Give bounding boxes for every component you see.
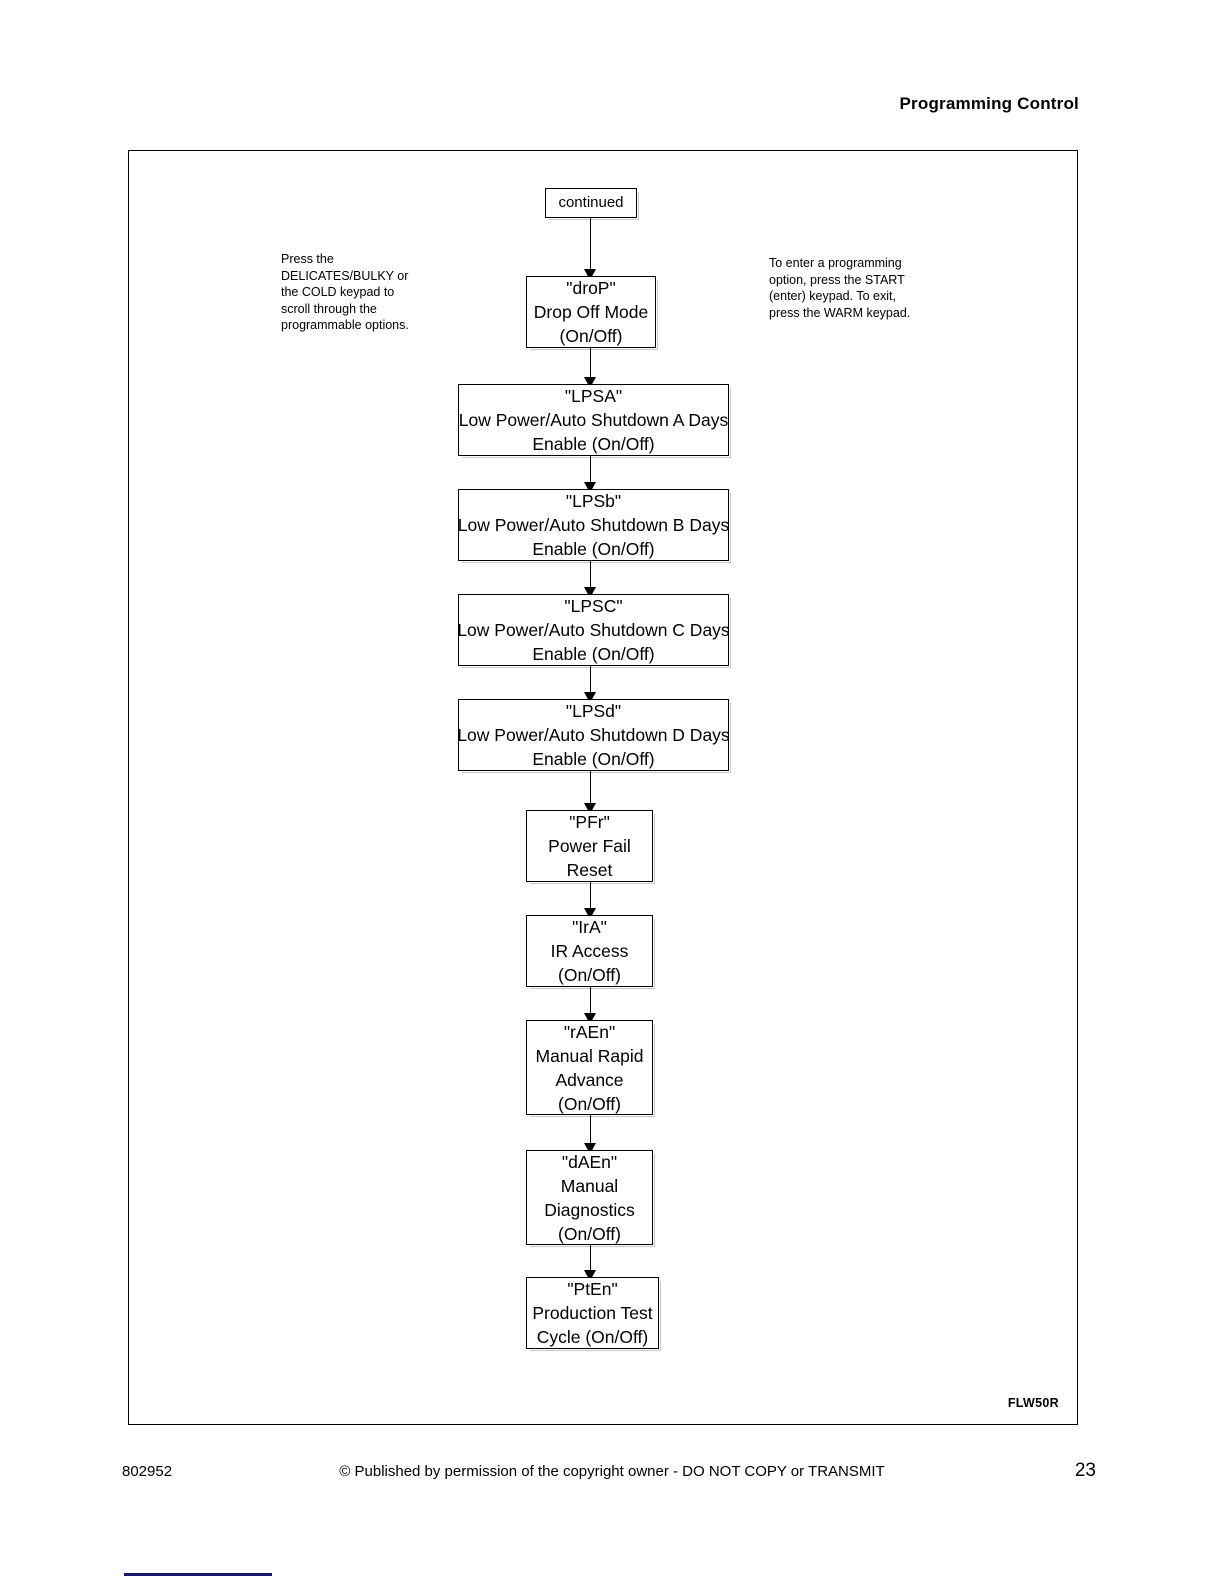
- flow-node-line: (On/Off): [558, 965, 621, 985]
- flow-node-line: Enable (On/Off): [532, 749, 655, 769]
- note-left-scroll-instructions: Press the DELICATES/BULKY or the COLD ke…: [281, 252, 409, 332]
- arrow-head-icon: [584, 269, 596, 280]
- bottom-rule-divider: [124, 1573, 272, 1576]
- flow-node-line: "dAEn": [561, 1151, 618, 1172]
- connector-drop-to-lpsa: [590, 348, 591, 384]
- arrow-head-icon: [584, 1143, 596, 1154]
- arrow-head-icon: [584, 587, 596, 598]
- connector-lpsb-to-lpsc: [590, 561, 591, 594]
- flow-node-line: Diagnostics: [544, 1199, 635, 1220]
- flow-node-line: "droP": [566, 278, 616, 298]
- flow-node-lpsd[interactable]: "LPSd" Low Power/Auto Shutdown D Days En…: [457, 699, 731, 773]
- flow-node-line: "LPSb": [565, 491, 622, 511]
- connector-raen-to-daen: [590, 1115, 591, 1150]
- flow-node-line: (On/Off): [558, 1093, 621, 1114]
- flow-node-line: Drop Off Mode: [533, 302, 649, 322]
- flow-node-manual-diagnostics[interactable]: "dAEn" Manual Diagnostics (On/Off): [526, 1150, 655, 1247]
- flow-node-line: Low Power/Auto Shutdown B Days: [457, 515, 730, 535]
- flow-node-line: "rAEn": [563, 1021, 616, 1042]
- arrow-head-icon: [584, 803, 596, 814]
- flow-node-lpsa[interactable]: "LPSA" Low Power/Auto Shutdown A Days En…: [458, 384, 731, 458]
- flow-node-line: "PFr": [569, 812, 610, 832]
- arrow-head-icon: [584, 692, 596, 703]
- flow-node-line: Power Fail: [548, 836, 631, 856]
- flow-node-line: Low Power/Auto Shutdown A Days: [458, 410, 729, 430]
- flow-node-production-test-cycle[interactable]: "PtEn" Production Test Cycle (On/Off): [526, 1277, 661, 1351]
- arrow-head-icon: [584, 1013, 596, 1024]
- arrow-head-icon: [584, 908, 596, 919]
- flow-node-ir-access[interactable]: "IrA" IR Access (On/Off): [526, 915, 655, 989]
- flow-node-lpsb[interactable]: "LPSb" Low Power/Auto Shutdown B Days En…: [457, 489, 731, 563]
- note-right-enter-instructions: To enter a programming option, press the…: [769, 256, 911, 320]
- page-title: Programming Control: [899, 94, 1079, 113]
- drawing-id-label: FLW50R: [1007, 1396, 1059, 1410]
- flow-node-line: "LPSd": [565, 701, 622, 721]
- connector-ira-to-raen: [590, 987, 591, 1020]
- flow-node-line: IR Access: [550, 941, 629, 961]
- flow-node-line: Cycle (On/Off): [536, 1327, 649, 1347]
- flow-node-line: Reset: [566, 860, 613, 880]
- footer-page-number: 23: [1074, 1460, 1096, 1481]
- arrow-head-icon: [584, 377, 596, 388]
- flow-node-power-fail-reset[interactable]: "PFr" Power Fail Reset: [526, 810, 655, 884]
- flow-node-lpsc[interactable]: "LPSC" Low Power/Auto Shutdown C Days En…: [457, 594, 731, 668]
- flow-node-line: "LPSC": [564, 596, 623, 616]
- connector-continued-to-drop: [590, 218, 591, 275]
- flow-node-line: Enable (On/Off): [532, 539, 655, 559]
- flow-node-line: "IrA": [572, 917, 607, 937]
- connector-daen-to-pten: [590, 1245, 591, 1277]
- flow-node-line: Enable (On/Off): [532, 434, 655, 454]
- flow-node-line: Manual: [560, 1175, 619, 1196]
- flow-node-line: Advance: [555, 1069, 624, 1090]
- flow-node-line: "LPSA": [564, 386, 623, 406]
- flow-node-continued[interactable]: continued: [545, 188, 639, 220]
- flow-node-line: Enable (On/Off): [532, 644, 655, 664]
- connector-lpsd-to-pfr: [590, 771, 591, 810]
- arrow-head-icon: [584, 1270, 596, 1281]
- flow-node-drop-off-mode[interactable]: "droP" Drop Off Mode (On/Off): [526, 276, 658, 350]
- diagram-frame: Press the DELICATES/BULKY or the COLD ke…: [128, 150, 1078, 1425]
- flow-node-line: continued: [558, 194, 624, 211]
- flow-node-line: Production Test: [532, 1303, 653, 1323]
- flow-node-line: Manual Rapid: [535, 1045, 644, 1066]
- page-footer: 802952 © Published by permission of the …: [0, 1460, 1224, 1487]
- arrow-head-icon: [584, 482, 596, 493]
- flow-node-manual-rapid-advance[interactable]: "rAEn" Manual Rapid Advance (On/Off): [526, 1020, 655, 1117]
- flow-node-line: (On/Off): [558, 1223, 621, 1244]
- flow-node-line: "PtEn": [567, 1279, 618, 1299]
- connector-lpsc-to-lpsd: [590, 666, 591, 699]
- connector-lpsa-to-lpsb: [590, 456, 591, 489]
- footer-document-number: 802952: [122, 1463, 173, 1480]
- flow-node-line: Low Power/Auto Shutdown C Days: [457, 620, 730, 640]
- footer-copyright-notice: © Published by permission of the copyrig…: [339, 1463, 885, 1480]
- flow-node-line: (On/Off): [559, 326, 623, 346]
- flow-node-line: Low Power/Auto Shutdown D Days: [457, 725, 730, 745]
- connector-pfr-to-ira: [590, 882, 591, 915]
